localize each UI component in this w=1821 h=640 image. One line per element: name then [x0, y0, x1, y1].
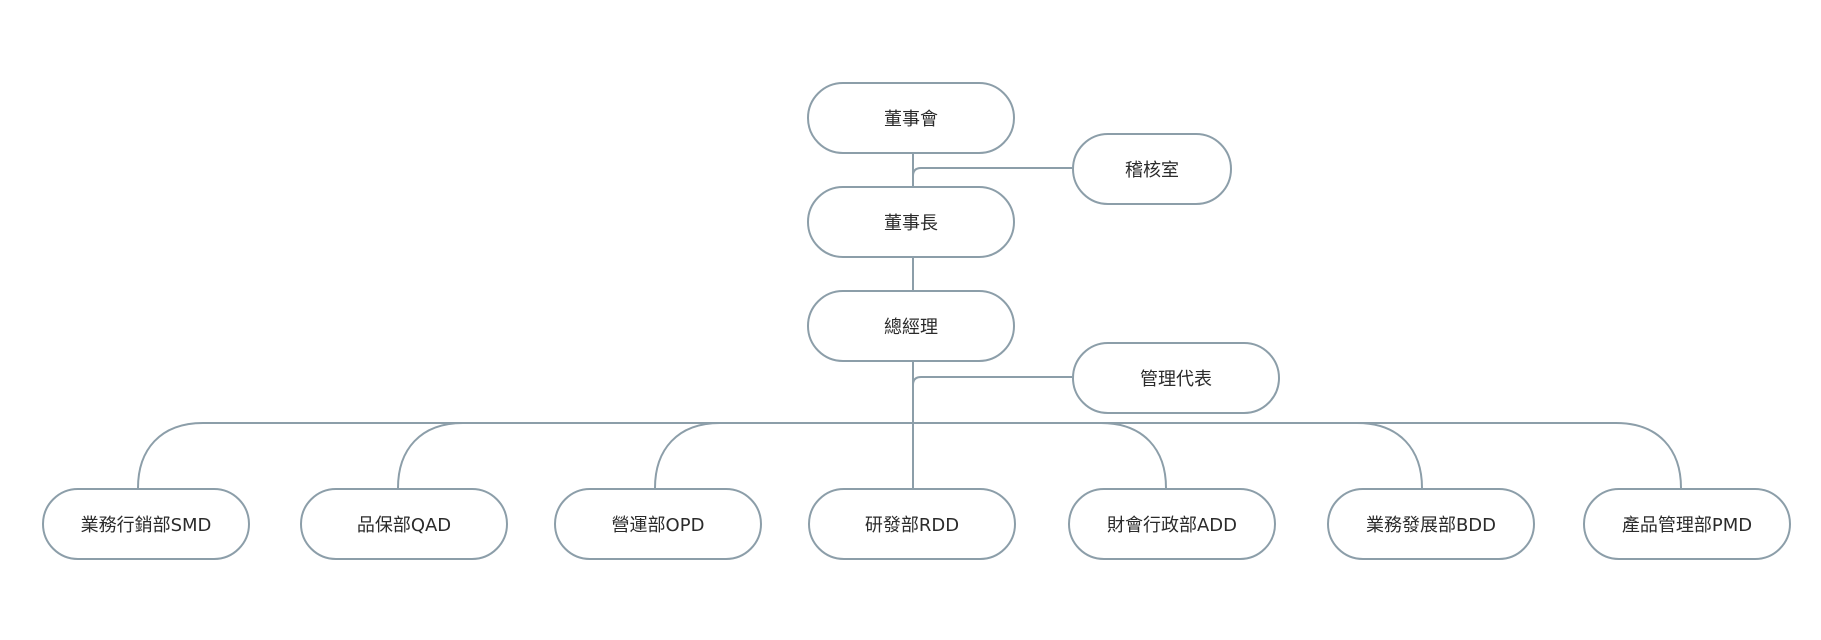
- node-general-manager[interactable]: 總經理: [807, 290, 1015, 362]
- node-label: 管理代表: [1140, 369, 1212, 390]
- node-dept-opd[interactable]: 營運部OPD: [554, 488, 762, 560]
- node-dept-qad[interactable]: 品保部QAD: [300, 488, 508, 560]
- node-label: 產品管理部PMD: [1621, 515, 1753, 536]
- node-chairman[interactable]: 董事長: [807, 186, 1015, 258]
- node-label: 業務行銷部SMD: [80, 515, 212, 536]
- node-dept-pmd[interactable]: 產品管理部PMD: [1583, 488, 1791, 560]
- node-label: 業務發展部BDD: [1365, 515, 1497, 536]
- node-label: 財會行政部ADD: [1106, 515, 1238, 536]
- connector-dept-2: [397, 422, 464, 489]
- connector-dept-5: [1100, 422, 1167, 489]
- node-dept-add[interactable]: 財會行政部ADD: [1068, 488, 1276, 560]
- node-label: 研發部RDD: [864, 515, 960, 536]
- node-management-rep[interactable]: 管理代表: [1072, 342, 1280, 414]
- node-label: 總經理: [884, 317, 938, 338]
- node-label: 品保部QAD: [356, 515, 452, 536]
- node-label: 營運部OPD: [611, 515, 705, 536]
- connector-dept-1: [137, 422, 204, 489]
- node-label: 稽核室: [1125, 160, 1179, 181]
- connector-management-rep: [912, 376, 1072, 386]
- node-dept-smd[interactable]: 業務行銷部SMD: [42, 488, 250, 560]
- connector-dept-3: [654, 422, 721, 489]
- node-label: 董事會: [884, 109, 938, 130]
- node-audit[interactable]: 稽核室: [1072, 133, 1232, 205]
- node-dept-bdd[interactable]: 業務發展部BDD: [1327, 488, 1535, 560]
- connector-audit: [912, 167, 1072, 177]
- node-label: 董事長: [884, 213, 938, 234]
- connector-dept-6: [1356, 422, 1423, 489]
- node-board[interactable]: 董事會: [807, 82, 1015, 154]
- connector-dept-7: [1615, 422, 1682, 489]
- node-dept-rdd[interactable]: 研發部RDD: [808, 488, 1016, 560]
